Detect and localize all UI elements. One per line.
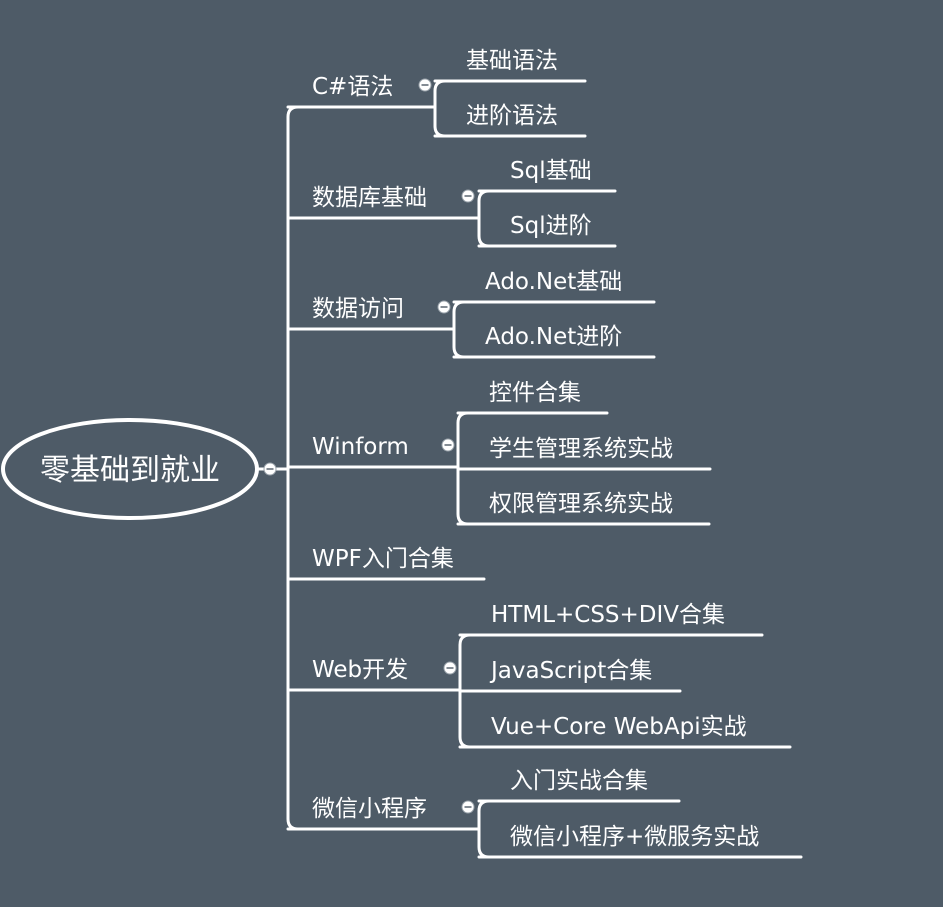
- branch-3-child-1-label[interactable]: 学生管理系统实战: [489, 436, 673, 462]
- branch-1-child-1-label[interactable]: Sql进阶: [510, 213, 592, 239]
- branch-5-label[interactable]: Web开发: [312, 657, 408, 683]
- branch-5-child-2-label[interactable]: Vue+Core WebApi实战: [491, 714, 747, 740]
- child-connector: [477, 799, 491, 859]
- root-collapse-icon[interactable]: [263, 462, 277, 476]
- branch-0-child-0-label[interactable]: 基础语法: [466, 48, 558, 74]
- child-connector: [433, 79, 447, 138]
- branch-4-label[interactable]: WPF入门合集: [312, 546, 454, 572]
- branch-3-child-2-label[interactable]: 权限管理系统实战: [489, 491, 673, 517]
- branch-2-child-0-label[interactable]: Ado.Net基础: [485, 269, 622, 295]
- branch-5-child-1-label[interactable]: JavaScript合集: [489, 658, 652, 684]
- branch-2-collapse-icon[interactable]: [437, 300, 451, 314]
- branch-3-label[interactable]: Winform: [312, 434, 409, 460]
- child-connector: [477, 189, 491, 248]
- child-connector: [452, 300, 466, 359]
- branch-0-collapse-icon[interactable]: [418, 78, 432, 92]
- branch-5-collapse-icon[interactable]: [443, 661, 457, 675]
- branch-1-collapse-icon[interactable]: [461, 189, 475, 203]
- branch-0-label[interactable]: C#语法: [312, 74, 393, 100]
- branch-6-child-1-label[interactable]: 微信小程序+微服务实战: [510, 824, 759, 850]
- branch-3-collapse-icon[interactable]: [441, 438, 455, 452]
- branch-1-child-0-label[interactable]: Sql基础: [510, 158, 592, 184]
- branch-2-label[interactable]: 数据访问: [312, 296, 404, 322]
- branch-6-label[interactable]: 微信小程序: [312, 796, 427, 822]
- collapse-buttons: [263, 78, 475, 814]
- branch-0-child-1-label[interactable]: 进阶语法: [466, 103, 558, 129]
- root-node-label: 零基础到就业: [40, 453, 220, 488]
- branch-3-child-0-label[interactable]: 控件合集: [489, 380, 581, 406]
- branch-5-child-0-label[interactable]: HTML+CSS+DIV合集: [491, 602, 725, 628]
- branch-6-collapse-icon[interactable]: [461, 800, 475, 814]
- root-node-outline[interactable]: [1, 418, 259, 520]
- connector-lines: [255, 79, 803, 859]
- branch-6-child-0-label[interactable]: 入门实战合集: [510, 768, 648, 794]
- branch-2-child-1-label[interactable]: Ado.Net进阶: [485, 324, 622, 350]
- branch-1-label[interactable]: 数据库基础: [312, 185, 427, 211]
